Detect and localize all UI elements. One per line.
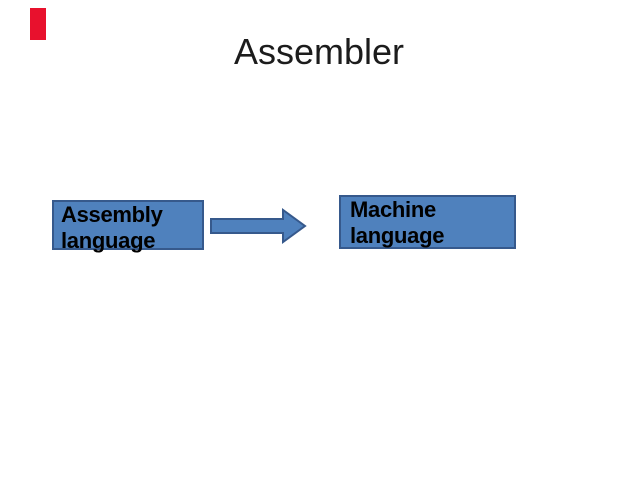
assembly-language-label: Assembly language [61,202,163,253]
arrow-right-icon [209,207,309,245]
arrow-right-svg [210,208,307,244]
machine-language-box: Machine language [339,195,516,249]
red-clip-marker [30,8,46,40]
arrow-right-shape [210,208,307,244]
slide-title: Assembler [233,31,405,72]
assembly-language-box: Assembly language [52,200,204,253]
machine-language-label: Machine language [350,197,445,248]
